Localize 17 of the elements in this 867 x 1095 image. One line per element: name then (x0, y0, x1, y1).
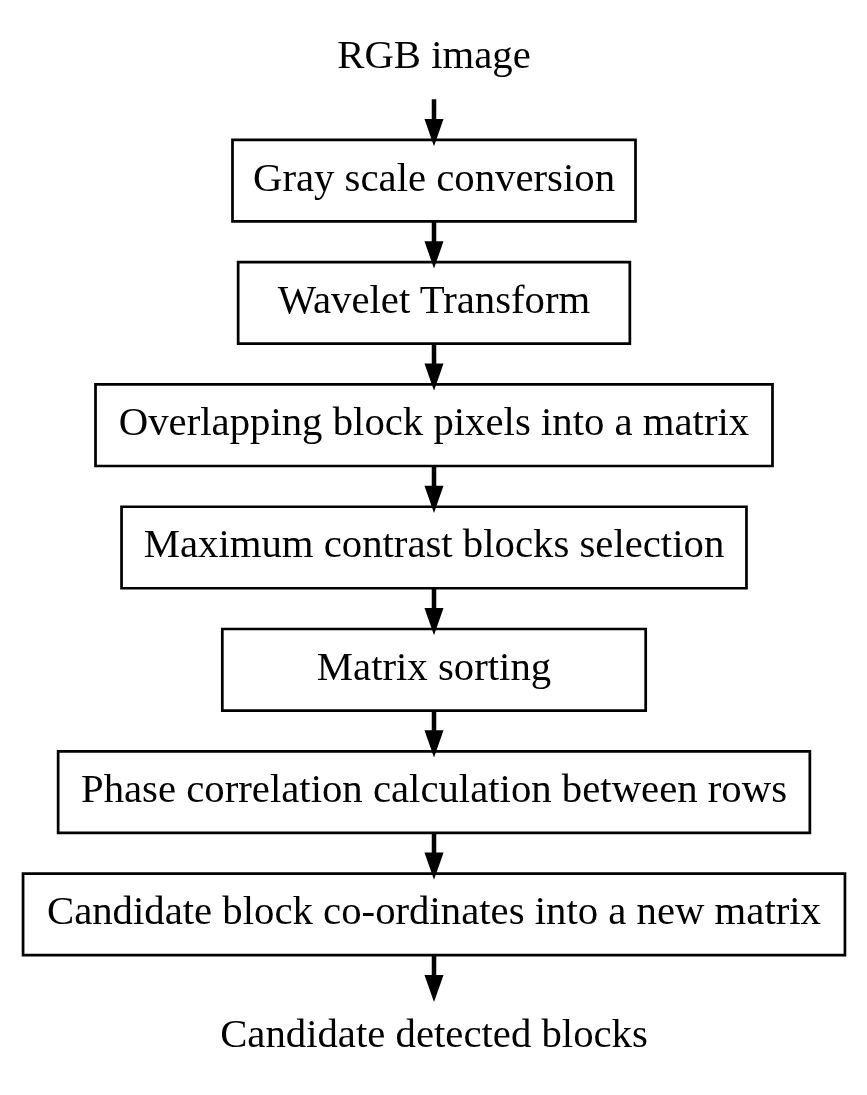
node-box: Gray scale conversion (230, 138, 637, 223)
arrow (423, 955, 444, 1003)
arrow (423, 221, 444, 269)
node-text: RGB image (336, 32, 531, 78)
arrow (423, 343, 444, 391)
node-box: Overlapping block pixels into a matrix (93, 383, 774, 468)
arrow (423, 710, 444, 758)
arrow (423, 99, 444, 147)
arrow (423, 466, 444, 514)
node-box: Candidate block co-ordinates into a new matrix (21, 872, 846, 957)
node-text: Candidate detected blocks (219, 1010, 648, 1056)
arrow (423, 832, 444, 880)
arrow (423, 588, 444, 636)
node-box: Matrix sorting (220, 627, 647, 712)
node-box: Maximum contrast blocks selection (119, 505, 748, 590)
node-box: Phase correlation calculation between rows (56, 749, 811, 835)
node-box: Wavelet Transform (236, 260, 631, 346)
